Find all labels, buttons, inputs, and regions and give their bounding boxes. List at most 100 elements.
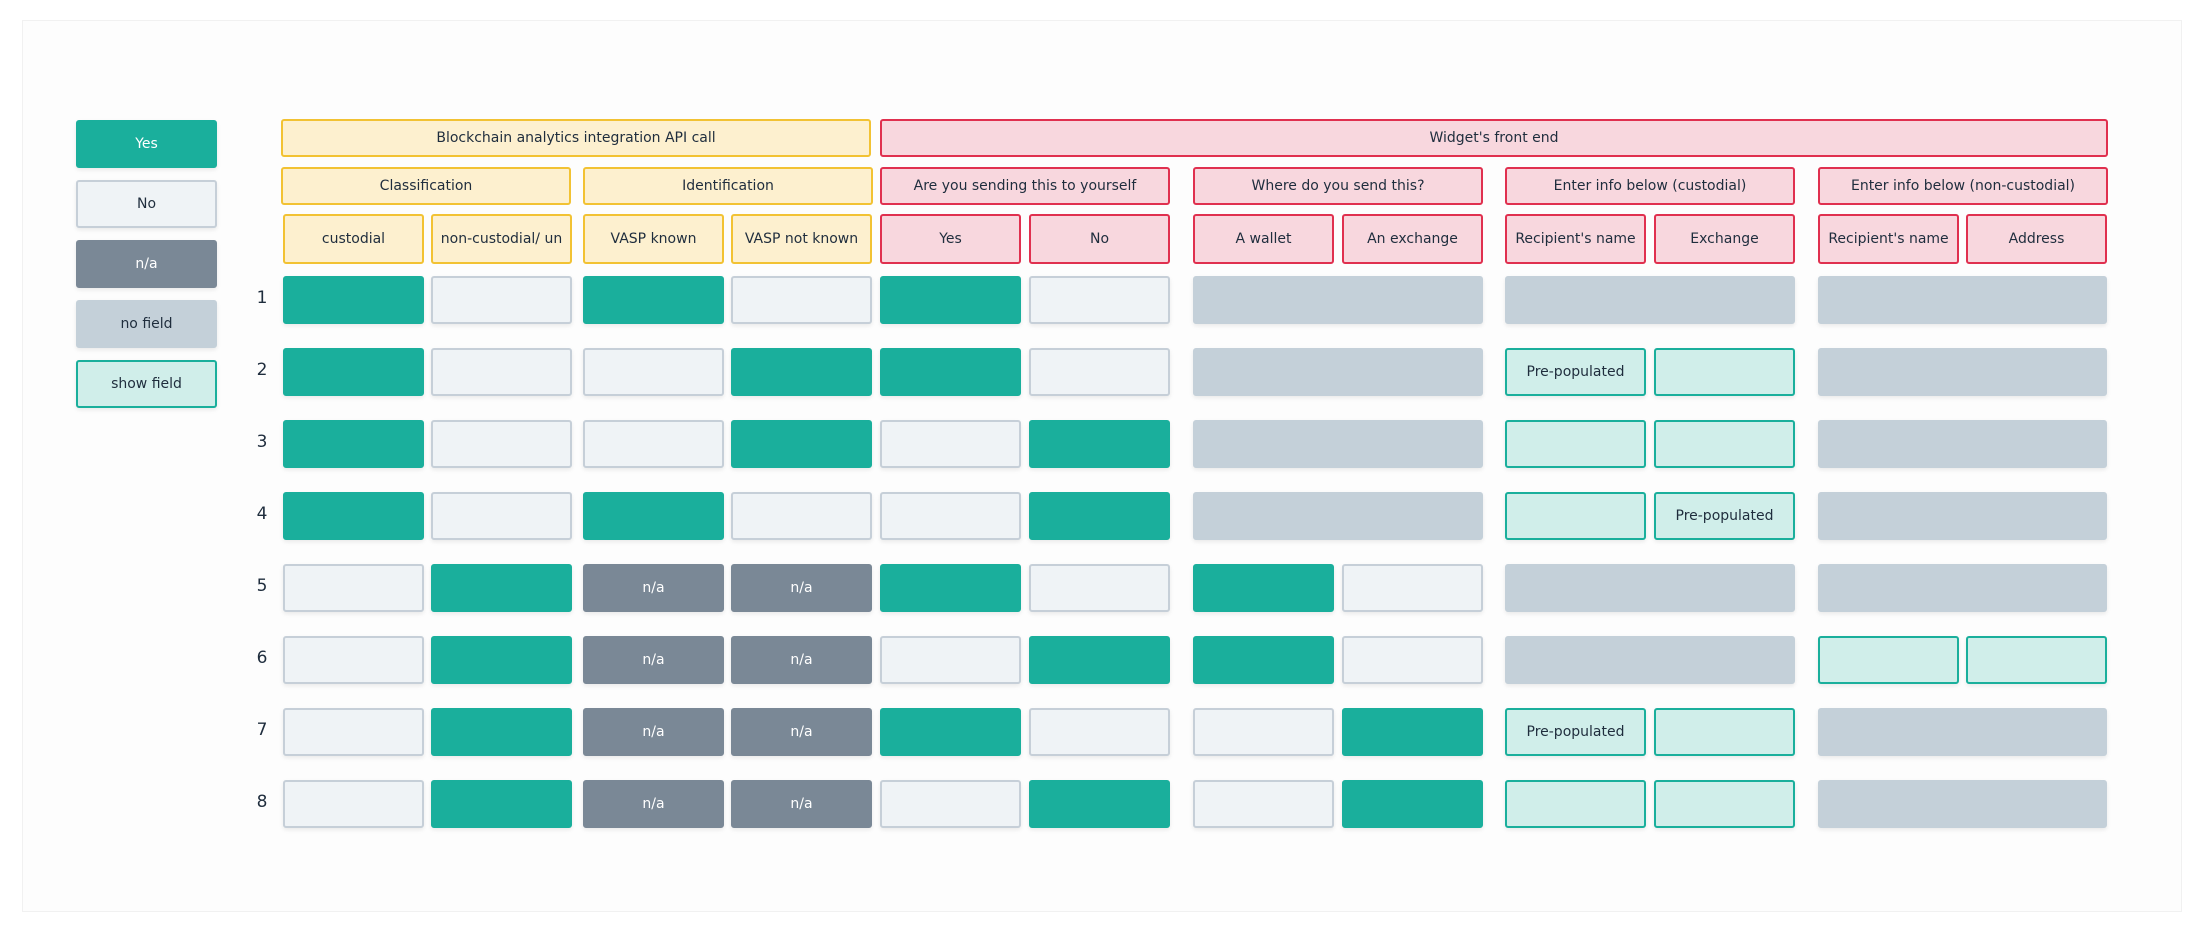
subheader-2: Are you sending this to yourself [880,167,1170,205]
column-header-8: Recipient's name [1505,214,1646,264]
cell-yes [731,420,872,468]
cell-yes [431,564,572,612]
cell-no [431,276,572,324]
row-label: 3 [256,432,268,452]
cell-show [1654,708,1795,756]
cell-show [1505,780,1646,828]
cell-no [880,636,1021,684]
row-label: 4 [256,504,268,524]
cell-nofield-span [1818,420,2107,468]
cell-yes [283,420,424,468]
row-label: 8 [256,792,268,812]
cell-show [1818,636,1959,684]
cell-prepop: Pre-populated [1654,492,1795,540]
cell-no [731,492,872,540]
subheader-5: Enter info below (non-custodial) [1818,167,2108,205]
cell-yes [1029,636,1170,684]
cell-nofield-span [1818,708,2107,756]
cell-na: n/a [583,636,724,684]
cell-no [583,420,724,468]
cell-na: n/a [731,708,872,756]
cell-no [1193,708,1334,756]
cell-yes [1342,780,1483,828]
cell-nofield-span [1818,276,2107,324]
cell-nofield-span [1193,348,1483,396]
cell-show [1654,780,1795,828]
header-blockchain-api: Blockchain analytics integration API cal… [281,119,871,157]
cell-nofield-span [1505,564,1795,612]
cell-yes [880,708,1021,756]
cell-no [1342,564,1483,612]
legend-no: No [76,180,217,228]
cell-no [880,420,1021,468]
column-header-11: Address [1966,214,2107,264]
cell-nofield-span [1193,276,1483,324]
cell-nofield-span [1818,348,2107,396]
cell-prepop: Pre-populated [1505,348,1646,396]
cell-no [431,420,572,468]
cell-no [880,780,1021,828]
cell-no [1029,348,1170,396]
cell-no [283,564,424,612]
cell-na: n/a [583,708,724,756]
cell-no [1193,780,1334,828]
cell-no [283,708,424,756]
cell-no [431,348,572,396]
row-label: 1 [256,288,268,308]
subheader-0: Classification [281,167,571,205]
cell-show [1505,492,1646,540]
column-header-4: Yes [880,214,1021,264]
cell-nofield-span [1818,780,2107,828]
column-header-2: VASP known [583,214,724,264]
row-label: 2 [256,360,268,380]
cell-no [880,492,1021,540]
cell-yes [431,708,572,756]
cell-na: n/a [731,564,872,612]
cell-yes [431,636,572,684]
cell-yes [583,492,724,540]
column-header-3: VASP not known [731,214,872,264]
cell-yes [1029,780,1170,828]
legend-nofield: no field [76,300,217,348]
column-header-6: A wallet [1193,214,1334,264]
cell-no [1029,564,1170,612]
cell-nofield-span [1505,276,1795,324]
column-header-0: custodial [283,214,424,264]
cell-na: n/a [731,780,872,828]
cell-yes [880,348,1021,396]
cell-no [583,348,724,396]
cell-yes [880,276,1021,324]
cell-show [1505,420,1646,468]
cell-no [731,276,872,324]
cell-yes [1029,420,1170,468]
cell-yes [283,276,424,324]
cell-no [283,636,424,684]
cell-yes [1029,492,1170,540]
cell-yes [283,492,424,540]
row-label: 6 [256,648,268,668]
column-header-5: No [1029,214,1170,264]
cell-yes [880,564,1021,612]
cell-nofield-span [1818,492,2107,540]
cell-nofield-span [1505,636,1795,684]
row-label: 7 [256,720,268,740]
cell-yes [583,276,724,324]
cell-yes [283,348,424,396]
cell-yes [431,780,572,828]
cell-yes [731,348,872,396]
cell-show [1654,420,1795,468]
cell-yes [1193,636,1334,684]
legend-na: n/a [76,240,217,288]
cell-na: n/a [583,564,724,612]
cell-no [1029,276,1170,324]
cell-no [1029,708,1170,756]
cell-show [1654,348,1795,396]
column-header-9: Exchange [1654,214,1795,264]
cell-yes [1193,564,1334,612]
cell-no [1342,636,1483,684]
subheader-4: Enter info below (custodial) [1505,167,1795,205]
header-widget-front-end: Widget's front end [880,119,2108,157]
cell-no [431,492,572,540]
cell-nofield-span [1193,492,1483,540]
subheader-1: Identification [583,167,873,205]
